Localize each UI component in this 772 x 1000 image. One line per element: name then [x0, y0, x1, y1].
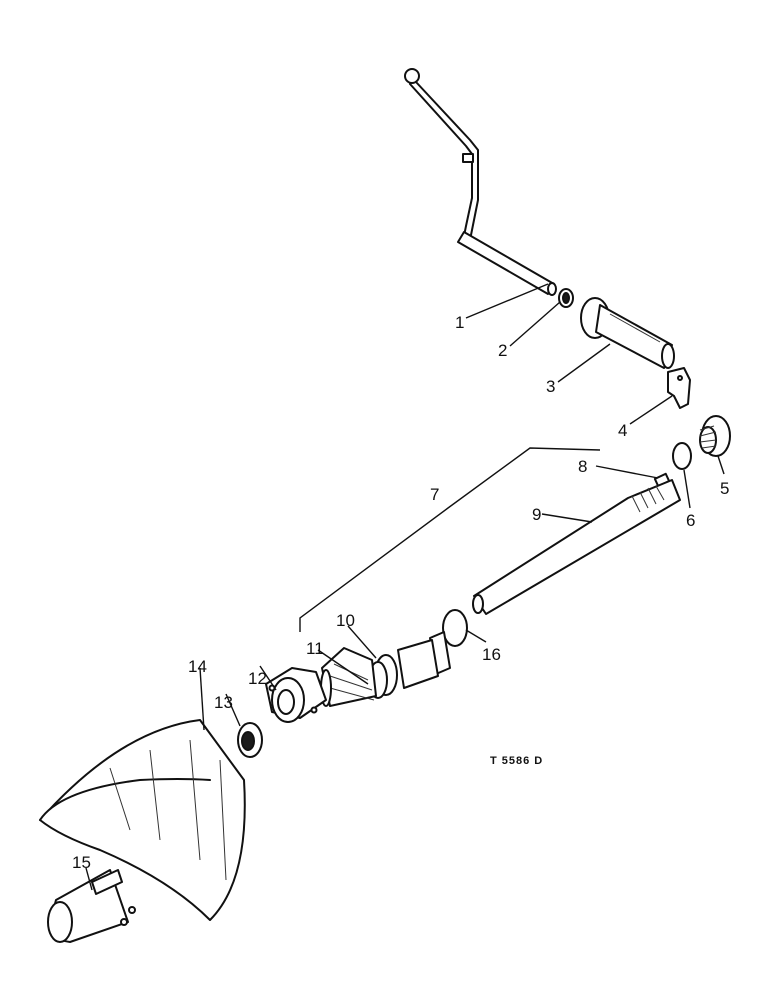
part-3-housing-sleeve [580, 297, 675, 369]
drawing-reference: T 5586 D [490, 755, 543, 767]
callout-11: 11 [306, 639, 324, 658]
leader-12 [259, 665, 277, 691]
leader-1 [465, 283, 549, 319]
callout-10: 10 [336, 611, 355, 630]
leader-5 [717, 455, 725, 475]
leader-lines [85, 283, 725, 891]
leader-4 [629, 395, 673, 425]
callout-9: 9 [532, 505, 541, 524]
part-14-shield [39, 719, 246, 921]
callout-3: 3 [546, 377, 555, 396]
callout-2: 2 [498, 341, 507, 360]
callout-16: 16 [482, 645, 501, 664]
leader-2 [509, 301, 561, 347]
leader-13 [225, 693, 241, 727]
callout-14: 14 [188, 657, 207, 676]
callout-15: 15 [72, 853, 91, 872]
leader-3 [557, 343, 611, 383]
part-6-circlip [672, 442, 692, 470]
leader-7-bracket [299, 447, 601, 632]
part-9-shaft [472, 479, 681, 615]
callout-13: 13 [214, 693, 233, 712]
leader-11 [317, 649, 369, 685]
leader-15 [85, 867, 93, 891]
callout-1: 1 [455, 313, 464, 332]
callout-7: 7 [430, 485, 439, 504]
leader-10 [347, 625, 377, 659]
callout-12: 12 [248, 669, 267, 688]
callout-labels: 1 2 3 4 5 6 7 8 9 10 11 12 13 14 15 16 [72, 313, 729, 872]
part-2-washer [558, 288, 574, 308]
leader-8 [595, 465, 659, 479]
part-12-bearing-housing [265, 667, 327, 723]
callout-5: 5 [720, 479, 729, 498]
part-5-splined-collar [699, 415, 731, 457]
part-16-snap-ring [442, 609, 468, 647]
leader-9 [541, 513, 593, 523]
part-15-cover [47, 869, 136, 943]
callout-6: 6 [686, 511, 695, 530]
leader-14 [199, 667, 205, 731]
leader-16 [465, 629, 487, 643]
part-4-bracket [667, 367, 691, 409]
leader-6 [683, 469, 691, 509]
part-10-11-output-shaft [320, 631, 451, 707]
callout-4: 4 [618, 421, 627, 440]
part-13-bearing [237, 722, 263, 758]
part-1-control-lever [404, 68, 557, 296]
callout-8: 8 [578, 457, 587, 476]
